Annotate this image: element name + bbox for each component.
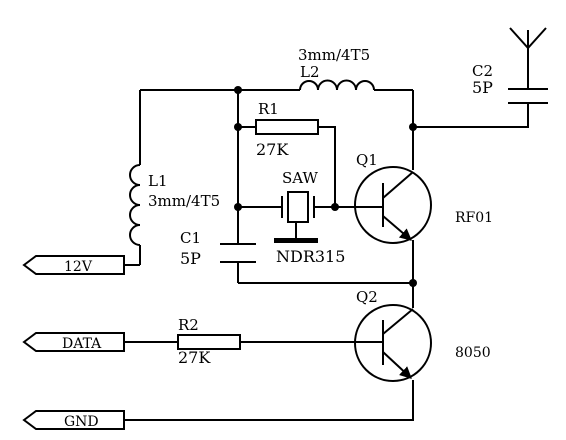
q2-part-number: 8050 xyxy=(455,345,491,361)
l1-ref: L1 xyxy=(148,172,168,190)
l2-value: 3mm/4T5 xyxy=(298,46,370,64)
resistor-r2: R2 27K xyxy=(177,316,241,367)
c1-value: 5P xyxy=(180,249,201,268)
saw-resonator: SAW NDR315 xyxy=(274,169,345,266)
junction-dot xyxy=(409,123,417,131)
c2-ref: C2 xyxy=(472,62,493,80)
port-data: DATA xyxy=(22,332,125,352)
saw-ref: SAW xyxy=(282,169,319,187)
l1-value: 3mm/4T5 xyxy=(148,192,220,210)
port-12v: 12V xyxy=(22,255,125,275)
transistor-q2: Q2 8050 xyxy=(354,288,491,382)
junction-dot xyxy=(234,123,242,131)
antenna-icon xyxy=(509,27,547,50)
port-data-label: DATA xyxy=(62,336,102,352)
capacitor-c2: C2 5P xyxy=(472,62,548,104)
r1-ref: R1 xyxy=(258,100,279,118)
port-12v-label: 12V xyxy=(64,259,93,275)
junction-dots xyxy=(234,86,417,287)
junction-dot xyxy=(234,86,242,94)
c2-value: 5P xyxy=(472,78,493,97)
c1-ref: C1 xyxy=(180,229,201,247)
q1-part-number: RF01 xyxy=(455,210,493,226)
port-gnd-label: GND xyxy=(64,414,99,430)
wires xyxy=(124,30,529,421)
q2-ref: Q2 xyxy=(356,288,378,306)
capacitor-c1: C1 5P xyxy=(180,229,256,268)
q1-ref: Q1 xyxy=(356,151,378,169)
r2-value: 27K xyxy=(178,348,211,367)
r2-ref: R2 xyxy=(178,316,199,334)
inductor-l2: 3mm/4T5 L2 xyxy=(298,46,375,91)
transistor-q1: Q1 RF01 xyxy=(354,151,493,244)
junction-dot xyxy=(409,279,417,287)
inductor-l1: L1 3mm/4T5 xyxy=(129,164,220,246)
saw-part-number: NDR315 xyxy=(276,247,345,266)
port-gnd: GND xyxy=(22,410,125,430)
l2-ref: L2 xyxy=(300,63,320,81)
junction-dot xyxy=(331,203,339,211)
r1-value: 27K xyxy=(256,140,289,159)
resistor-r1: R1 27K xyxy=(255,100,319,159)
junction-dot xyxy=(234,203,242,211)
